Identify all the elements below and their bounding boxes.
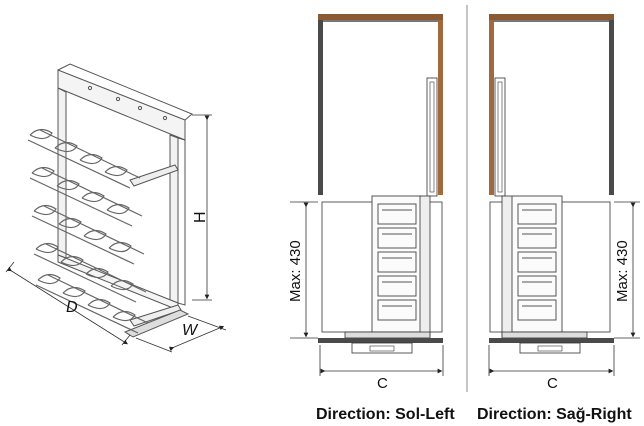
depth-dim-line — [6, 266, 129, 345]
slide-top — [129, 164, 179, 187]
cabinet-top-left — [318, 14, 443, 20]
vertical-post-left — [419, 195, 431, 337]
base-plate — [123, 309, 190, 338]
caption-right: Direction: Sağ-Right — [477, 406, 632, 423]
isometric-view — [27, 63, 193, 338]
height-label-left: Max: 430 — [287, 240, 304, 302]
rear-post — [169, 134, 179, 304]
depth-label: D — [66, 299, 78, 316]
width-label-right: C — [547, 375, 558, 392]
floor-left — [318, 338, 443, 343]
cabinet-right-wall-left — [438, 20, 443, 195]
basket-column-left — [371, 195, 423, 333]
upper-slide-right — [494, 77, 506, 197]
width-label: W — [182, 322, 199, 339]
top-rail — [57, 69, 186, 141]
front-post — [57, 87, 67, 259]
cabinet-right-wall-right — [609, 20, 614, 195]
cabinet-left-wall-right — [489, 20, 494, 195]
basket-column-right — [511, 195, 563, 333]
cabinet-top-right — [489, 14, 614, 20]
width-dim-line — [168, 325, 225, 352]
wire-baskets — [27, 128, 149, 334]
upper-slide-left — [426, 77, 438, 197]
caption-left: Direction: Sol-Left — [316, 406, 455, 423]
right-direction-view — [488, 14, 640, 376]
vertical-post-right — [501, 195, 513, 337]
base-right — [501, 331, 588, 339]
iso-dimensions — [5, 114, 227, 353]
width-label-left: C — [377, 375, 388, 392]
height-label: H — [192, 211, 209, 223]
floor-right — [489, 338, 614, 343]
base-left — [344, 331, 431, 339]
cabinet-left-wall-left — [318, 20, 323, 195]
left-direction-view — [290, 14, 444, 376]
height-label-right: Max: 430 — [614, 240, 631, 302]
